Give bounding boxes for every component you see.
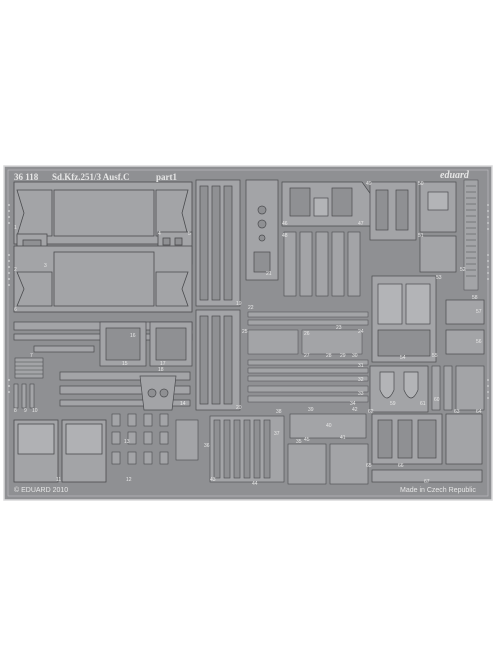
parts-60-61-strips <box>431 365 485 411</box>
part-number: 66 <box>398 463 404 469</box>
part-number: 1 <box>14 225 17 231</box>
part-number: 34 <box>350 401 356 407</box>
part-number: 7 <box>30 353 33 359</box>
part-number: 13 <box>124 439 130 445</box>
left-perforation <box>8 204 10 393</box>
parts-49-53-right-upper <box>369 181 457 273</box>
part-number: 23 <box>336 325 342 331</box>
part-number: 12 <box>126 477 132 483</box>
part-20-rails <box>195 309 241 411</box>
part-number: 62 <box>368 409 374 415</box>
part-number: 39 <box>308 407 314 413</box>
part-59-shovels <box>369 365 429 413</box>
part-number: 49 <box>366 181 372 187</box>
part-number: 36 <box>204 443 210 449</box>
part-19-rails <box>195 179 241 307</box>
part-number: 51 <box>418 233 424 239</box>
part-11-box-left <box>13 419 59 483</box>
part-number: 47 <box>358 221 364 227</box>
parts-62-67-right-bottom <box>371 413 483 483</box>
part-18-plate <box>139 375 177 411</box>
part-number: 37 <box>274 431 280 437</box>
parts-12-13-hinges <box>111 413 199 465</box>
parts-8-10-strips <box>13 383 35 409</box>
part-48-plates <box>283 231 361 297</box>
part-number: 27 <box>304 353 310 359</box>
part-number: 30 <box>352 353 358 359</box>
part-number: 38 <box>276 409 282 415</box>
right-perforation <box>487 204 489 399</box>
part-number: 53 <box>436 275 442 281</box>
part-number: 33 <box>358 391 364 397</box>
part-number: 4 <box>158 231 161 237</box>
part-11-box-right <box>61 419 107 483</box>
part-number: 14 <box>180 401 186 407</box>
fret-part-label: part1 <box>156 172 177 182</box>
part-number: 41 <box>340 435 346 441</box>
part-46-47-cowl <box>281 181 373 227</box>
part-number: 57 <box>476 309 482 315</box>
part-number: 24 <box>358 329 364 335</box>
part-21-instrument-panel <box>245 179 279 281</box>
part-7-grille <box>14 357 44 379</box>
part-number: 9 <box>24 408 27 414</box>
part-number: 21 <box>266 271 272 277</box>
part-number: 19 <box>236 301 242 307</box>
part-number: 11 <box>56 477 62 483</box>
part-number: 8 <box>14 408 17 414</box>
part-number: 3 <box>44 263 47 269</box>
part-number: 44 <box>252 481 258 487</box>
fret-title: Sd.Kfz.251/3 Ausf.C <box>52 172 130 182</box>
part-number: 35 <box>296 439 302 445</box>
parts-36-45-bottom <box>209 413 369 485</box>
part-number: 43 <box>210 477 216 483</box>
part-number: 56 <box>476 339 482 345</box>
part-number: 64 <box>476 409 482 415</box>
part-number: 58 <box>472 295 478 301</box>
part-number: 32 <box>358 377 364 383</box>
part-number: 15 <box>122 361 128 367</box>
part-number: 63 <box>454 409 460 415</box>
product-code: 36 118 <box>14 172 39 182</box>
part-number: 25 <box>242 329 248 335</box>
part-52-comb-strip <box>463 179 479 291</box>
part-number: 54 <box>400 355 406 361</box>
part-number: 60 <box>434 397 440 403</box>
parts-15-17-brackets <box>99 321 193 367</box>
part-number: 20 <box>236 405 242 411</box>
part-number: 31 <box>358 363 364 369</box>
part-number: 2 <box>14 267 17 273</box>
part-number: 42 <box>352 407 358 413</box>
brand-logo: eduard <box>440 170 469 181</box>
part-number: 16 <box>130 333 136 339</box>
part-number: 22 <box>248 305 254 311</box>
copyright-text: © EDUARD 2010 <box>14 487 69 494</box>
part-number: 50 <box>418 181 424 187</box>
part-number: 59 <box>390 401 396 407</box>
part-number: 18 <box>158 367 164 373</box>
origin-text: Made in Czech Republic <box>400 487 476 494</box>
parts-54-58-seats <box>371 275 485 363</box>
part-number: 55 <box>432 353 438 359</box>
part-number: 10 <box>32 408 38 414</box>
part-number: 48 <box>282 233 288 239</box>
part-number: 61 <box>420 401 426 407</box>
part-number: 40 <box>326 423 332 429</box>
part-number: 29 <box>340 353 346 359</box>
part-number: 17 <box>160 361 166 367</box>
part-14-frame <box>59 371 191 407</box>
part-2-hood-panel <box>13 245 193 313</box>
part-number: 45 <box>304 437 310 443</box>
parts-22-31-strips <box>247 311 369 403</box>
part-number: 6 <box>14 307 17 313</box>
part-number: 65 <box>366 463 372 469</box>
part-number: 5 <box>188 231 191 237</box>
part-number: 28 <box>326 353 332 359</box>
part-number: 67 <box>424 479 430 485</box>
part-number: 26 <box>304 331 310 337</box>
part-number: 46 <box>282 221 288 227</box>
part-number: 52 <box>460 267 466 273</box>
